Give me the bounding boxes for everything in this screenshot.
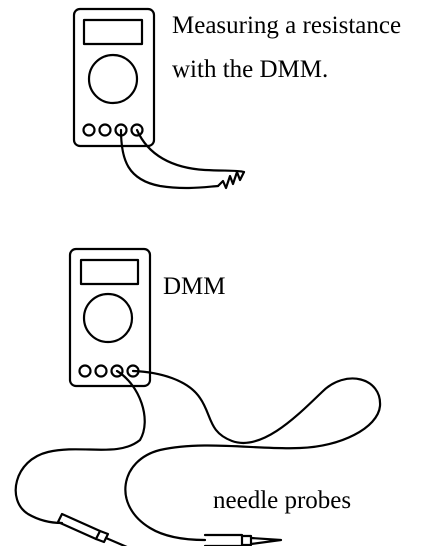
bottom-multimeter-display <box>79 258 140 286</box>
top-jack-4 <box>130 123 144 137</box>
bottom-jack-3 <box>110 364 124 378</box>
right-needle-probe-icon <box>203 533 283 546</box>
top-multimeter-jacks <box>82 123 144 137</box>
top-lead-1 <box>119 128 220 190</box>
bottom-multimeter-body <box>68 247 152 388</box>
top-multimeter <box>72 7 156 148</box>
bottom-multimeter-dial <box>82 292 134 344</box>
bottom-jack-1 <box>78 364 92 378</box>
caption-line-2: with the DMM. <box>172 56 329 83</box>
left-probe-lead <box>14 369 146 525</box>
bottom-jack-2 <box>94 364 108 378</box>
top-jack-1 <box>82 123 96 137</box>
top-jack-2 <box>98 123 112 137</box>
needle-probes-label: needle probes <box>213 487 352 514</box>
resistor-icon <box>216 170 246 190</box>
bottom-multimeter <box>68 247 152 388</box>
caption-line-1: Measuring a resistance <box>172 12 402 39</box>
top-lead-2 <box>135 128 246 174</box>
top-multimeter-dial <box>87 53 139 105</box>
bottom-multimeter-jacks <box>78 364 140 378</box>
dmm-label: DMM <box>163 273 226 300</box>
right-probe-lead <box>124 369 382 542</box>
top-multimeter-display <box>82 18 144 46</box>
left-needle-probe-icon <box>56 512 128 546</box>
top-multimeter-body <box>72 7 156 148</box>
